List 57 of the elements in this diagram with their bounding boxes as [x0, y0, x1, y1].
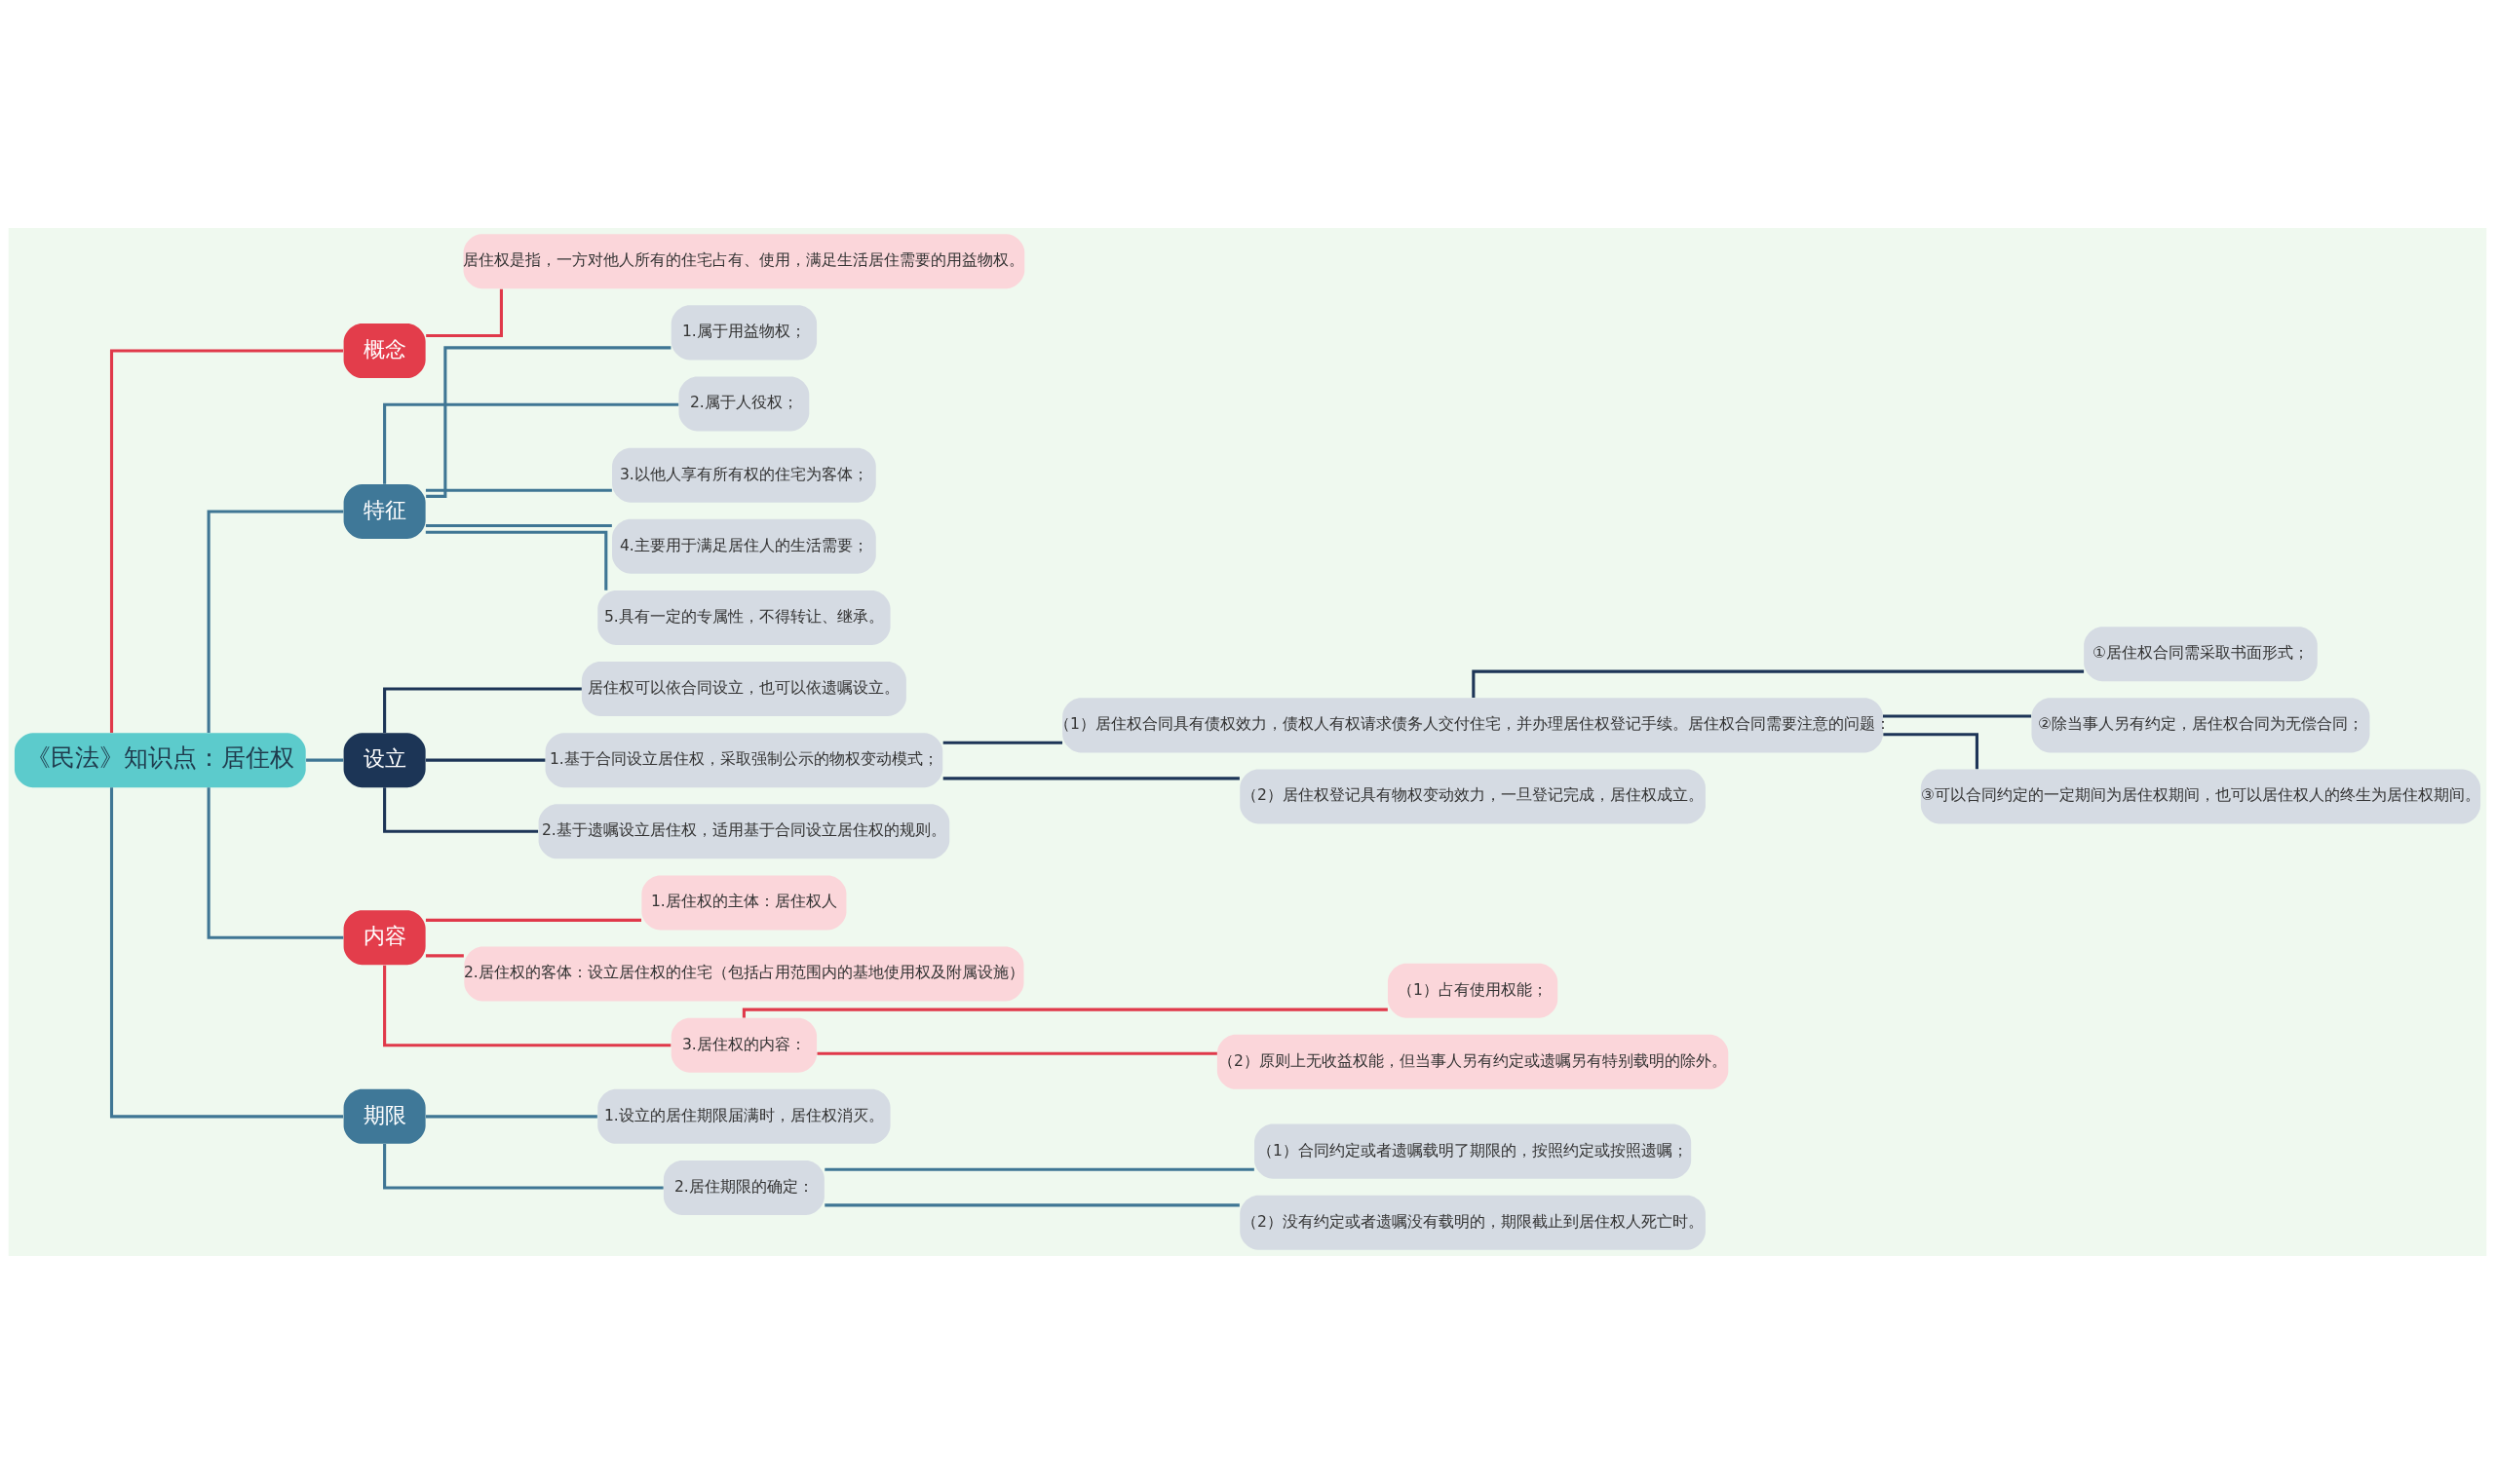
node-box: （2）居住权登记具有物权变动效力，一旦登记完成，居住权成立。 [1240, 769, 1706, 824]
node-box: 1.居住权的主体：居住权人 [641, 875, 847, 931]
node-box: 3.以他人享有所有权的住宅为客体； [612, 447, 876, 503]
connector [942, 777, 1240, 780]
node-box: 5.具有一定的专属性，不得转让、继承。 [597, 590, 891, 645]
node-box: 1.设立的居住期限届满时，居住权消灭。 [597, 1088, 891, 1144]
connector [426, 288, 503, 338]
connector [383, 787, 539, 833]
connector [306, 758, 344, 762]
connector [109, 349, 344, 733]
connector [383, 965, 672, 1047]
node-box: 设立 [343, 733, 426, 788]
connector [1883, 733, 1978, 770]
node-box: ③可以合同约定的一定期间为居住权期间，也可以居住权人的终生为居住权期间。 [1920, 769, 2481, 824]
node-box: 2.居住期限的确定： [663, 1160, 825, 1215]
node-box: （2）原则上无收益权能，但当事人另有约定或遗嘱另有特别载明的除外。 [1216, 1034, 1729, 1089]
connector [742, 1008, 1388, 1018]
node-box: 2.属于人役权； [678, 376, 810, 432]
node-box: 3.居住权的内容： [671, 1017, 818, 1073]
node-box: 《民法》知识点：居住权 [14, 733, 306, 788]
node-box: 2.居住权的客体：设立居住权的住宅（包括占用范围内的基地使用权及附属设施） [464, 946, 1024, 1002]
node-box: （1）居住权合同具有债权效力，债权人有权请求债务人交付住宅，并办理居住权登记手续。居住权合同需要注意的问题： [1062, 698, 1883, 753]
node-box: 概念 [343, 323, 426, 379]
connector [942, 741, 1063, 744]
node-box: 居住权可以依合同设立，也可以依遗嘱设立。 [581, 662, 906, 717]
connector [425, 954, 464, 958]
connector [383, 687, 582, 734]
connector [426, 346, 672, 498]
node-box: 期限 [343, 1088, 426, 1144]
node-box: （2）没有约定或者遗嘱没有载明的，期限截止到居住权人死亡时。 [1240, 1195, 1706, 1250]
node-box: ②除当事人另有约定，居住权合同为无偿合同； [2031, 698, 2370, 753]
connector [109, 787, 344, 1119]
connector [383, 402, 679, 484]
node-box: 特征 [343, 483, 426, 539]
node-box: 1.属于用益物权； [671, 305, 818, 361]
connector [825, 1167, 1254, 1171]
node-box: （1）占有使用权能； [1387, 963, 1558, 1018]
node-box: 内容 [343, 910, 426, 966]
connector [425, 758, 546, 762]
node-box: ①居住权合同需采取书面形式； [2084, 627, 2318, 682]
connector [207, 787, 344, 939]
connector [207, 510, 344, 733]
connector [425, 488, 612, 492]
connector [1472, 669, 2085, 699]
connector [425, 523, 612, 528]
node-box: 1.基于合同设立居住权，采取强制公示的物权变动模式； [545, 733, 943, 788]
node-box: 2.基于遗嘱设立居住权，适用基于合同设立居住权的规则。 [538, 804, 950, 859]
connector [817, 1051, 1217, 1055]
node-box: （1）合同约定或者遗嘱载明了期限的，按照约定或按照遗嘱； [1254, 1123, 1692, 1179]
connector [1883, 714, 2032, 718]
connector [425, 530, 608, 590]
connector [383, 1143, 664, 1190]
node-box: 4.主要用于满足居住人的生活需要； [612, 518, 876, 574]
node-box: 居住权是指，一方对他人所有的住宅占有、使用，满足生活居住需要的用益物权。 [463, 234, 1025, 289]
connector [825, 1203, 1240, 1207]
connector [425, 918, 641, 922]
connector [425, 1115, 597, 1119]
